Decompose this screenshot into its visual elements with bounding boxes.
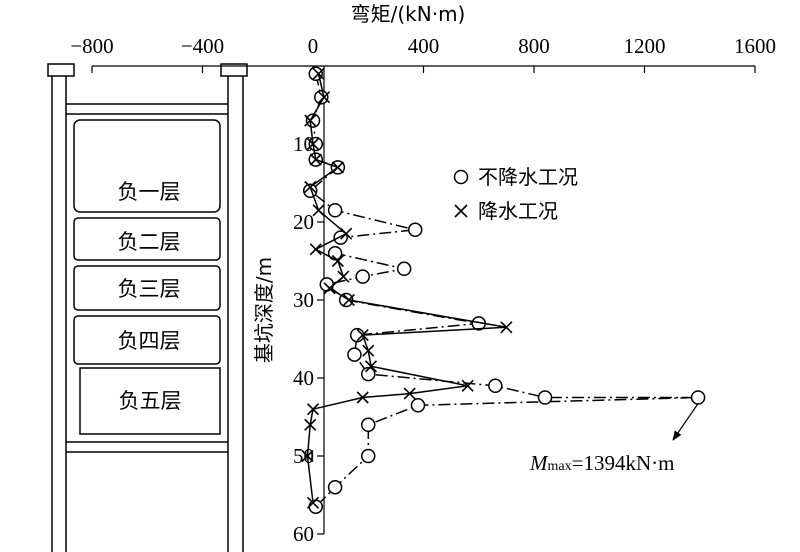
floor-label-b4: 负四层 xyxy=(118,329,181,353)
series-line xyxy=(309,73,699,508)
series-1 xyxy=(302,66,706,514)
data-point-circle xyxy=(327,203,343,218)
data-point-x xyxy=(312,204,325,217)
x-tick-label: 400 xyxy=(408,34,440,58)
data-point-x xyxy=(306,496,320,509)
legend-label-dewatering: 降水工况 xyxy=(478,199,558,223)
y-tick-label: 60 xyxy=(293,522,314,546)
annotation-text: Mmax=1394kN·m xyxy=(529,451,674,475)
x-tick-label: 800 xyxy=(518,34,550,58)
data-point-circle xyxy=(355,269,370,284)
floor-box-b3 xyxy=(73,265,221,311)
x-tick-label: 0 xyxy=(308,34,319,58)
data-point-x xyxy=(331,254,344,268)
data-point-circle xyxy=(308,499,324,514)
data-point-x xyxy=(461,379,474,392)
x-tick-label: 1600 xyxy=(734,34,776,58)
y-tick-label: 10 xyxy=(293,132,314,156)
y-tick-label: 20 xyxy=(293,210,314,234)
data-point-x xyxy=(304,114,317,127)
series-line xyxy=(306,73,508,503)
data-point-circle xyxy=(314,89,329,105)
data-point-x xyxy=(317,91,331,104)
right-cap xyxy=(220,63,248,77)
floor-box-b2 xyxy=(73,217,221,261)
data-point-circle xyxy=(305,113,321,128)
legend-marker-circle xyxy=(453,169,469,185)
data-point-x xyxy=(304,180,317,193)
data-point-x xyxy=(306,403,320,416)
annotation-symbol: M xyxy=(529,451,549,475)
data-point-x xyxy=(500,321,513,334)
data-point-x xyxy=(306,137,320,151)
data-point-x xyxy=(304,418,317,431)
data-point-x xyxy=(337,270,350,283)
data-point-x xyxy=(309,153,322,166)
floor-label-b2: 负二层 xyxy=(118,230,181,254)
data-point-circle xyxy=(396,261,412,277)
x-axis-label: 弯矩/(kN·m) xyxy=(351,2,466,26)
data-point-circle xyxy=(488,378,503,394)
data-point-circle xyxy=(537,390,553,405)
data-point-circle xyxy=(690,390,706,405)
legend-marker-x xyxy=(454,204,468,218)
data-point-circle xyxy=(407,222,423,238)
data-point-circle xyxy=(327,479,343,495)
data-point-x xyxy=(356,329,369,342)
data-point-x xyxy=(364,360,378,373)
annotation-value: =1394kN·m xyxy=(572,451,675,475)
floor-box-b5 xyxy=(79,367,221,435)
data-point-x xyxy=(309,243,322,256)
data-point-circle xyxy=(361,448,376,464)
y-tick-label: 30 xyxy=(293,288,314,312)
y-axis-label: 基坑深度/m xyxy=(252,257,276,363)
axes: −800 −400 0 400 800 1200 1600 10 20 30 40 50 60 弯矩/… xyxy=(70,2,776,546)
legend: 不降水工况 降水工况 xyxy=(453,165,578,223)
excavation-structure: 负一层 负二层 负三层 负四层 负五层 xyxy=(47,63,248,552)
floor-label-b1: 负一层 xyxy=(118,180,181,204)
mmax-annotation: Mmax=1394kN·m xyxy=(529,403,699,475)
data-point-circle xyxy=(410,398,426,413)
floor-label-b5: 负五层 xyxy=(119,389,182,413)
data-point-x xyxy=(312,67,325,80)
x-ticks: −800 −400 0 400 800 1200 1600 xyxy=(70,34,776,73)
annotation-arrow xyxy=(672,403,699,441)
data-point-circle xyxy=(361,366,376,382)
left-cap xyxy=(47,63,75,77)
data-point-circle xyxy=(361,417,376,433)
data-point-circle xyxy=(347,347,362,362)
data-point-x xyxy=(356,391,369,404)
data-point-x xyxy=(362,344,375,357)
legend-label-no-dewatering: 不降水工况 xyxy=(478,165,578,189)
data-point-x xyxy=(342,293,355,307)
data-point-x xyxy=(331,161,344,174)
data-point-x xyxy=(323,282,336,295)
x-tick-label: −800 xyxy=(70,34,113,58)
x-tick-label: −400 xyxy=(181,34,224,58)
data-point-x xyxy=(403,387,416,400)
y-tick-label: 40 xyxy=(293,366,314,390)
data-point-circle xyxy=(308,136,324,152)
floor-box-b1 xyxy=(73,119,221,213)
data-point-x xyxy=(301,449,314,463)
floor-label-b3: 负三层 xyxy=(118,277,181,301)
series-2 xyxy=(301,67,513,509)
annotation-subscript: max xyxy=(548,459,572,474)
series-layer xyxy=(301,66,706,514)
x-tick-label: 1200 xyxy=(624,34,666,58)
y-tick-label: 50 xyxy=(293,444,314,468)
data-point-x xyxy=(340,227,353,240)
y-ticks: 10 20 30 40 50 60 xyxy=(293,132,324,546)
floor-box-b4 xyxy=(73,315,221,365)
